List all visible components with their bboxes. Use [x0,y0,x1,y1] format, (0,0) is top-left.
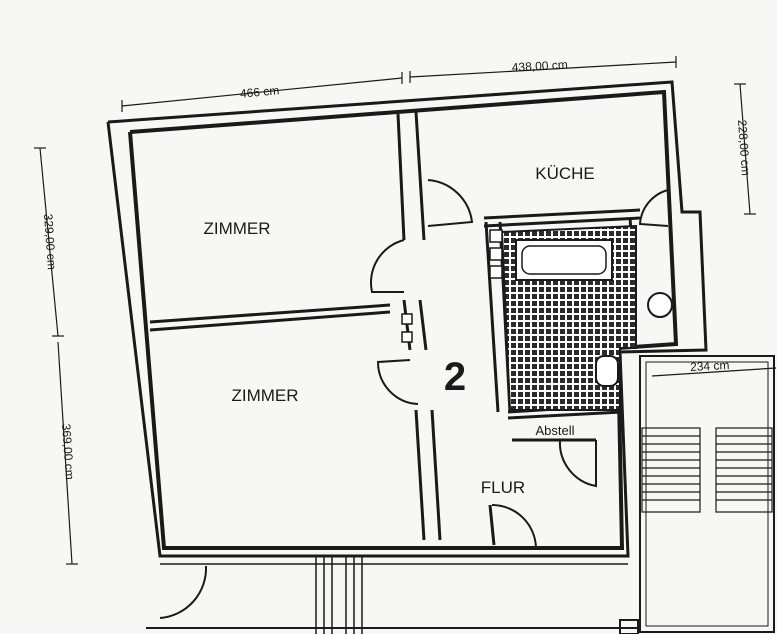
lower-structure [146,556,640,634]
door-kueche [427,179,474,227]
door-swings [159,179,669,619]
dim-top-left: 466 cm [239,83,279,100]
shafts [401,229,503,343]
toilet [647,292,673,318]
staircase [639,355,775,633]
room-label-abstell: Abstell [535,423,574,438]
door-zimmer-top [369,239,405,293]
dim-top-right: 438,00 cm [511,58,568,75]
dim-stair: 234 cm [690,358,730,374]
door-zimmer-bottom [376,359,419,405]
dim-right: 228,00 cm [735,119,753,176]
bathroom [500,224,673,411]
room-label-flur: FLUR [481,478,525,497]
dim-left-upper: 329,00 cm [41,213,59,270]
door-kueche-right [638,189,669,227]
door-flur [491,504,537,549]
door-abstell [558,439,597,488]
dim-left-lower: 369,00 cm [59,423,77,480]
unit-number: 2 [444,355,466,399]
washbasin [595,355,619,387]
room-label-zimmer-bottom: ZIMMER [231,386,298,405]
room-label-zimmer-top: ZIMMER [203,219,270,238]
dimension-lines [34,56,777,565]
room-label-kueche: KÜCHE [535,164,595,183]
door-entrance [159,565,208,619]
